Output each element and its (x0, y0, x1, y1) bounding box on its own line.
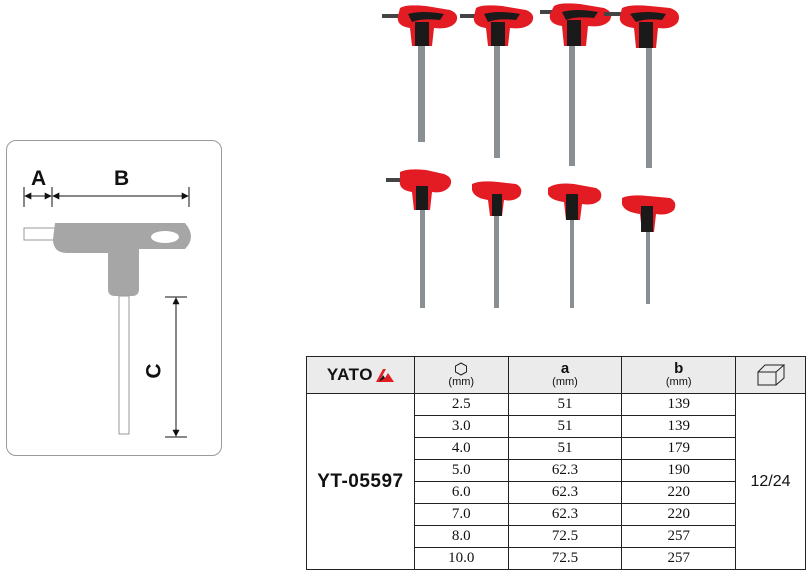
cell-size: 10.0 (413, 547, 509, 570)
col-b-header: b (mm) (621, 356, 737, 394)
dimension-diagram: A B C (6, 140, 222, 456)
col-size-unit: (mm) (448, 376, 475, 388)
cell-a: 72.5 (507, 547, 623, 570)
cell-size: 4.0 (413, 437, 509, 460)
t-wrench-7mm (540, 3, 612, 166)
cell-b: 139 (621, 393, 737, 416)
pack-quantity: 12/24 (735, 393, 806, 570)
t-wrench-4mm (472, 181, 522, 308)
cell-a: 62.3 (507, 481, 623, 504)
t-wrench-drawing (23, 187, 191, 438)
cell-b: 257 (621, 525, 737, 548)
cell-a: 72.5 (507, 525, 623, 548)
t-wrench-3mm (548, 183, 602, 308)
cell-size: 7.0 (413, 503, 509, 526)
t-wrench-10mm (382, 5, 458, 142)
col-a-unit: (mm) (552, 376, 578, 388)
cell-a: 51 (507, 393, 623, 416)
cell-a: 62.3 (507, 459, 623, 482)
cell-b: 139 (621, 415, 737, 438)
brand-cell: YATO (306, 356, 415, 394)
col-b-unit: (mm) (665, 376, 692, 388)
col-a-header: a (mm) (507, 356, 623, 394)
yato-logo-icon (375, 368, 394, 382)
cell-size: 5.0 (413, 459, 509, 482)
brand-name: YATO (326, 365, 373, 384)
cell-size: 6.0 (413, 481, 509, 504)
cell-b: 190 (621, 459, 737, 482)
cell-a: 51 (507, 415, 623, 438)
cell-size: 3.0 (413, 415, 509, 438)
dimension-label-b: B (114, 167, 130, 190)
col-a-label: a (560, 360, 570, 377)
cell-b: 220 (621, 503, 737, 526)
cell-size: 8.0 (413, 525, 509, 548)
box-icon (757, 364, 785, 386)
cell-size: 2.5 (413, 393, 509, 416)
col-size-header: (mm) (413, 356, 509, 394)
product-code: YT-05597 (306, 393, 415, 570)
dimension-label-a: A (31, 167, 47, 190)
hex-icon (455, 362, 468, 376)
spec-table: YATO (mm) a (mm) b (mm) (306, 356, 806, 570)
cell-b: 220 (621, 481, 737, 504)
product-photo (360, 0, 710, 320)
cell-a: 62.3 (507, 503, 623, 526)
cell-a: 51 (507, 437, 623, 460)
brand-logo: YATO (327, 365, 394, 385)
t-wrench-6mm (604, 5, 679, 168)
table-header-row: YATO (mm) a (mm) b (mm) (306, 356, 806, 394)
col-pack-header (735, 356, 806, 394)
t-wrench-5mm (386, 169, 452, 308)
cell-b: 179 (621, 437, 737, 460)
t-wrench-8mm (460, 5, 534, 158)
dimension-label-c: C (142, 363, 166, 379)
col-b-label: b (674, 360, 684, 377)
cell-b: 257 (621, 547, 737, 570)
t-wrench-2-5mm (622, 195, 676, 304)
